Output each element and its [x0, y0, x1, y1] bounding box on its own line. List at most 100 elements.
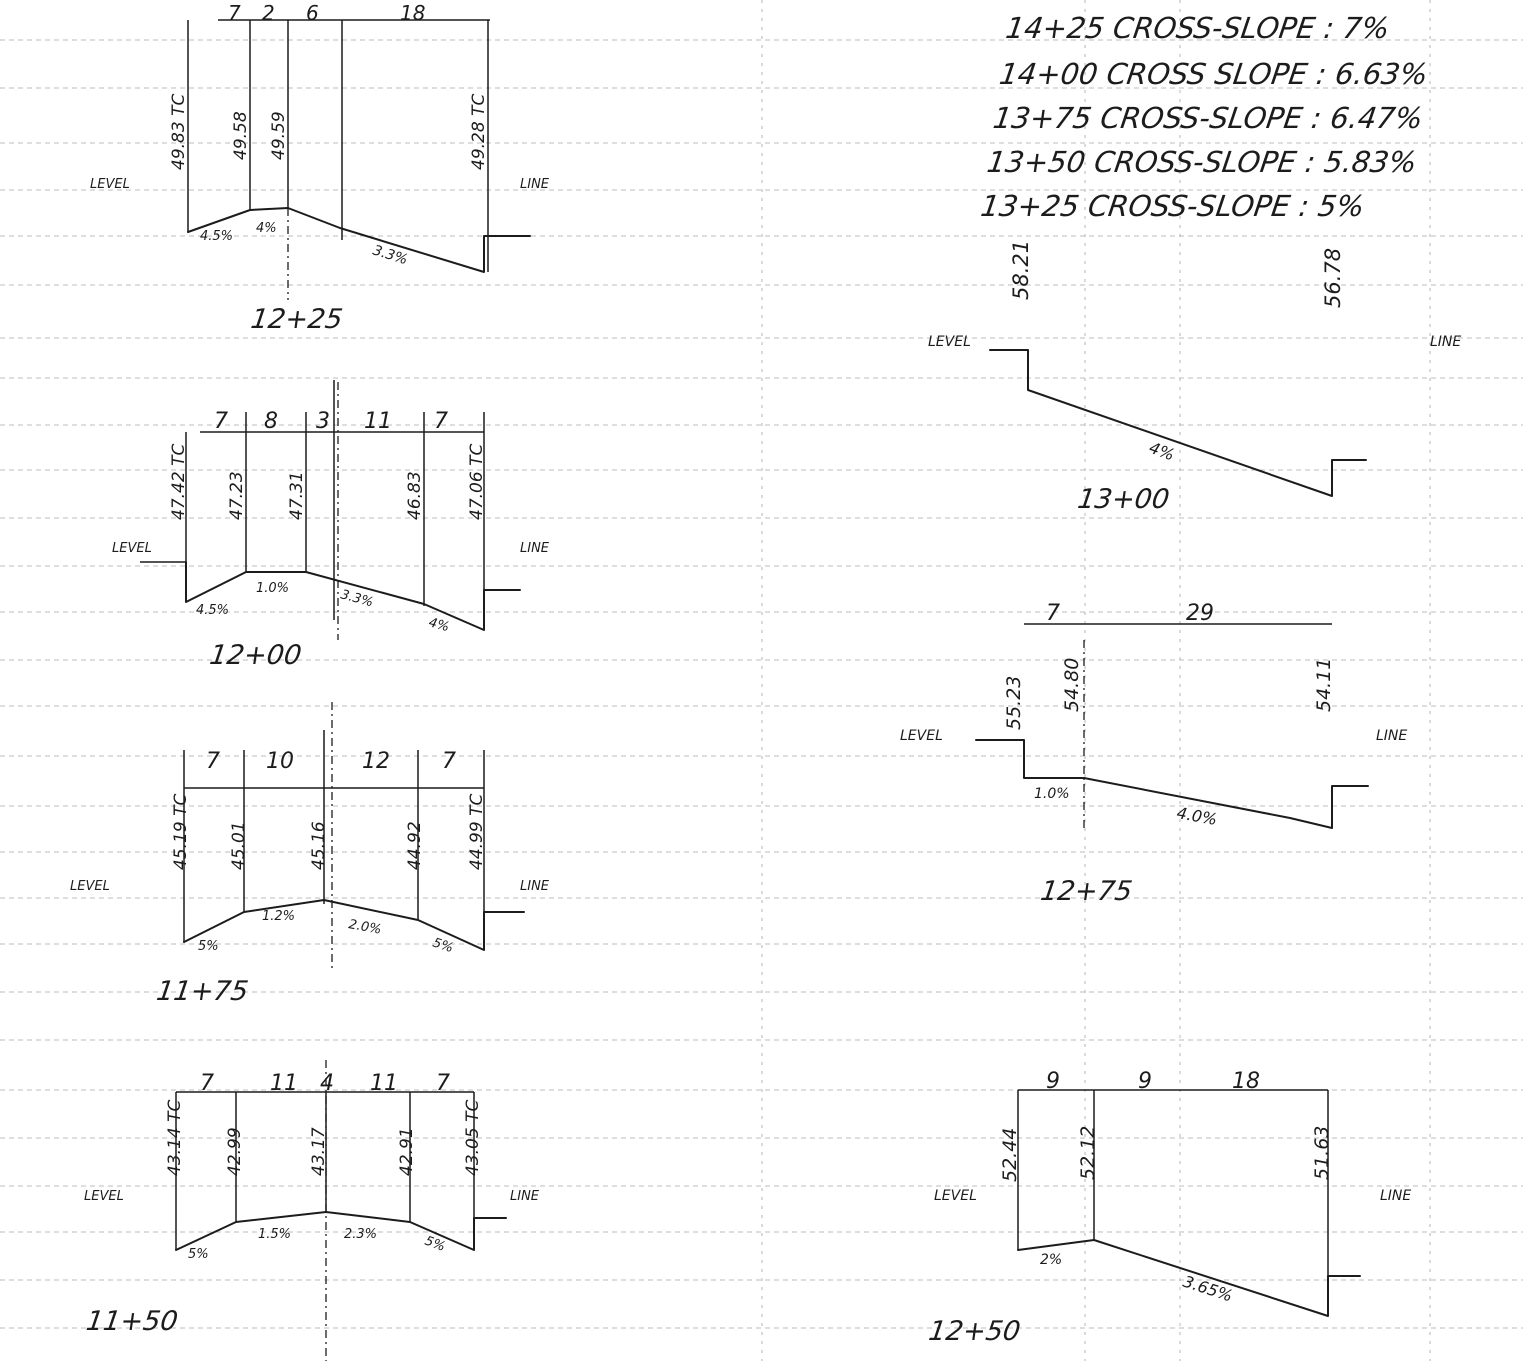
line-label: LINE: [520, 541, 550, 556]
width-label: 2: [262, 1, 275, 25]
note-line: 13+25 CROSS-SLOPE : 5%: [979, 189, 1367, 223]
section-12-25: LEVEL LINE 7 2 6 18 49.83 TC 49.58 49.59…: [90, 1, 550, 335]
slope-label: 2.3%: [344, 1227, 377, 1242]
width-label: 18: [1232, 1069, 1260, 1094]
elevation-label: 47.06 TC: [467, 444, 487, 520]
slope-label: 4.5%: [196, 603, 229, 618]
line-label: LINE: [520, 879, 550, 894]
section-11-50: LEVEL LINE 7 11 4 11 7 43.14 TC 42.99 43…: [84, 1060, 540, 1361]
level-label: LEVEL: [112, 541, 152, 556]
level-label: LEVEL: [70, 879, 110, 894]
slope-label: 4.0%: [1175, 803, 1218, 829]
width-label: 11: [364, 409, 392, 434]
elevation-label: 56.78: [1321, 248, 1345, 308]
slope-label: 2%: [1040, 1252, 1062, 1268]
line-label: LINE: [1380, 1188, 1411, 1204]
slope-label: 4%: [256, 221, 277, 236]
width-label: 11: [370, 1071, 398, 1096]
note-line: 14+00 CROSS SLOPE : 6.63%: [997, 57, 1430, 91]
section-12-75: LEVEL LINE 7 29 55.23 54.80 54.11 1.0% 4…: [900, 601, 1407, 907]
section-12-50: LEVEL LINE 9 9 18 52.44 52.12 51.63 2% 3…: [927, 1069, 1412, 1347]
slope-label: 2.0%: [347, 917, 382, 938]
elevation-label: 45.01: [229, 821, 249, 870]
slope-label: 4%: [427, 615, 451, 635]
slope-label: 4.5%: [200, 229, 233, 244]
elevation-label: 47.42 TC: [169, 444, 189, 520]
elevation-label: 42.91: [397, 1127, 417, 1176]
level-label: LEVEL: [900, 728, 943, 744]
level-label: LEVEL: [90, 177, 130, 192]
width-label: 7: [434, 409, 448, 434]
elevation-label: 49.83 TC: [169, 94, 189, 170]
width-label: 7: [436, 1071, 450, 1096]
elevation-label: 54.11: [1313, 658, 1335, 712]
elevation-label: 45.19 TC: [171, 794, 191, 870]
elevation-label: 49.28 TC: [469, 94, 489, 170]
elevation-label: 49.59: [269, 111, 289, 160]
elevation-label: 52.12: [1077, 1126, 1099, 1180]
station-label: 12+25: [249, 304, 345, 335]
station-label: 12+75: [1039, 876, 1135, 907]
slope-label: 3.3%: [339, 587, 375, 610]
width-label: 9: [1138, 1069, 1152, 1094]
elevation-label: 54.80: [1061, 658, 1083, 712]
slope-label: 1.0%: [256, 581, 289, 596]
section-11-75: LEVEL LINE 7 10 12 7 45.19 TC 45.01 45.1…: [70, 702, 550, 1007]
level-label: LEVEL: [84, 1189, 124, 1204]
slope-label: 3.3%: [371, 243, 410, 269]
width-label: 7: [214, 409, 228, 434]
elevation-label: 55.23: [1003, 676, 1025, 730]
elevation-label: 44.99 TC: [467, 794, 487, 870]
width-label: 10: [266, 749, 294, 774]
line-label: LINE: [1430, 334, 1461, 350]
width-label: 9: [1046, 1069, 1060, 1094]
elevation-label: 43.17: [309, 1127, 329, 1176]
width-label: 29: [1186, 601, 1214, 626]
elevation-label: 47.23: [227, 471, 247, 520]
section-13-00: LEVEL LINE 58.21 56.78 4% 13+00: [928, 240, 1461, 515]
line-label: LINE: [510, 1189, 540, 1204]
elevation-label: 45.16: [309, 821, 329, 870]
line-label: LINE: [1376, 728, 1407, 744]
width-label: 3: [316, 409, 330, 434]
elevation-label: 43.05 TC: [463, 1100, 483, 1176]
width-label: 18: [400, 1, 425, 25]
section-12-00: LEVEL LINE 7 8 3 11 7 47.42 TC 47.23 47.…: [112, 380, 550, 671]
note-line: 13+75 CROSS-SLOPE : 6.47%: [991, 101, 1425, 135]
width-label: 7: [200, 1071, 214, 1096]
cross-slope-notes: 14+25 CROSS-SLOPE : 7% 14+00 CROSS SLOPE…: [979, 11, 1430, 223]
elevation-label: 46.83: [405, 471, 425, 520]
slope-label: 5%: [188, 1247, 209, 1262]
elevation-label: 43.14 TC: [165, 1100, 185, 1176]
slope-label: 4%: [1147, 438, 1177, 465]
elevation-label: 42.99: [225, 1127, 245, 1176]
level-label: LEVEL: [934, 1188, 977, 1204]
station-label: 11+50: [84, 1306, 180, 1337]
elevation-label: 58.21: [1009, 240, 1033, 300]
elevation-label: 47.31: [287, 471, 307, 520]
slope-label: 1.2%: [262, 909, 295, 924]
slope-label: 5%: [431, 936, 455, 957]
width-label: 6: [306, 1, 319, 25]
note-line: 14+25 CROSS-SLOPE : 7%: [1004, 11, 1392, 45]
slope-label: 5%: [423, 1234, 448, 1255]
width-label: 7: [228, 1, 241, 25]
elevation-label: 49.58: [231, 111, 251, 160]
elevation-label: 44.92: [405, 821, 425, 870]
level-label: LEVEL: [928, 334, 971, 350]
note-line: 13+50 CROSS-SLOPE : 5.83%: [985, 145, 1419, 179]
line-label: LINE: [520, 177, 550, 192]
station-label: 12+50: [927, 1316, 1023, 1347]
station-label: 11+75: [154, 976, 250, 1007]
slope-label: 1.0%: [1034, 786, 1070, 802]
width-label: 11: [270, 1071, 298, 1096]
width-label: 7: [206, 749, 220, 774]
elevation-label: 52.44: [999, 1128, 1021, 1182]
width-label: 4: [320, 1071, 334, 1096]
width-label: 8: [264, 409, 278, 434]
width-label: 7: [1046, 601, 1060, 626]
station-label: 12+00: [208, 640, 304, 671]
slope-label: 1.5%: [258, 1227, 291, 1242]
